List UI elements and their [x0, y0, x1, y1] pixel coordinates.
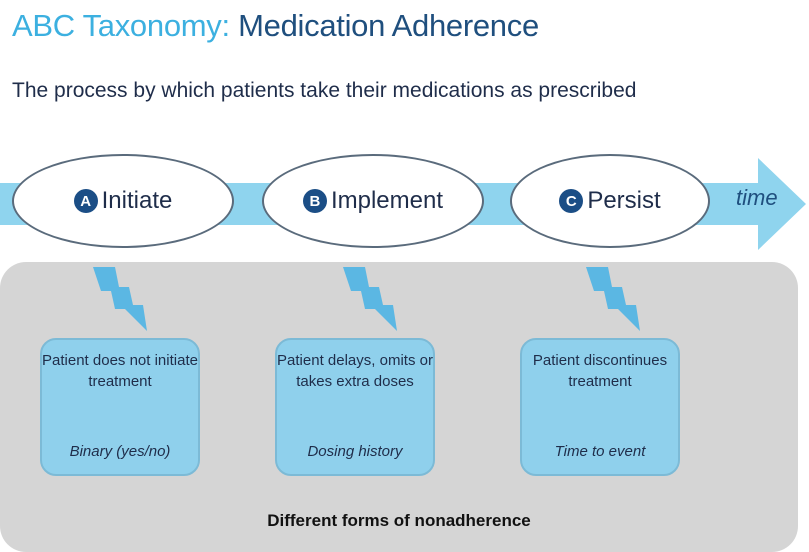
- box-description: Patient discontinues treatment: [532, 352, 668, 390]
- badge-c: C: [559, 189, 584, 213]
- lightning-icon: [586, 267, 640, 331]
- lightning-icon: [343, 267, 397, 331]
- nonadherence-box-initiate: Patient does not initiate treatment Bina…: [40, 338, 200, 476]
- title-prefix: ABC Taxonomy:: [12, 8, 230, 43]
- page-title: ABC Taxonomy: Medication Adherence: [12, 8, 539, 44]
- box-description: Patient delays, omits or takes extra dos…: [277, 352, 433, 390]
- time-label: time: [736, 185, 778, 210]
- box-metric: Dosing history: [307, 443, 403, 460]
- subtitle: The process by which patients take their…: [12, 79, 637, 102]
- phase-implement: B Implement: [262, 154, 484, 248]
- lightning-icon: [93, 267, 147, 331]
- phase-label-persist: Persist: [587, 187, 661, 214]
- footer-caption: Different forms of nonadherence: [267, 511, 531, 530]
- badge-a: A: [73, 189, 98, 213]
- phase-label-implement: Implement: [330, 187, 444, 214]
- phase-label-initiate: Initiate: [101, 187, 173, 214]
- title-main: Medication Adherence: [238, 8, 539, 43]
- box-metric: Time to event: [554, 443, 646, 460]
- box-metric: Binary (yes/no): [69, 443, 171, 460]
- badge-b: B: [302, 189, 327, 213]
- phase-initiate: A Initiate: [12, 154, 234, 248]
- nonadherence-box-implement: Patient delays, omits or takes extra dos…: [275, 338, 435, 476]
- box-description: Patient does not initiate treatment: [42, 352, 198, 390]
- nonadherence-box-persist: Patient discontinues treatment Time to e…: [520, 338, 680, 476]
- phase-persist: C Persist: [510, 154, 710, 248]
